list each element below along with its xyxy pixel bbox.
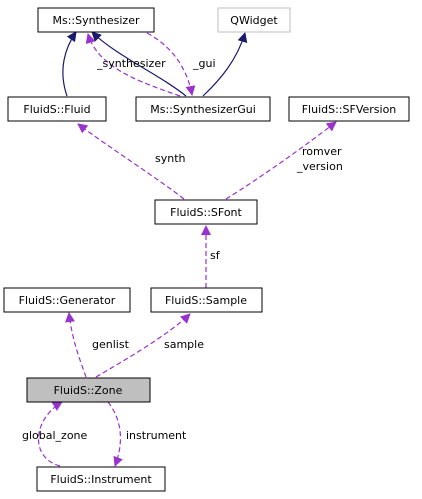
edge-gui-inherits-qwidget bbox=[202, 32, 248, 97]
node-sfont[interactable]: FluidS::SFont bbox=[154, 199, 258, 225]
edge-fluid-inherits-synthesizer bbox=[62, 31, 77, 97]
node-sample[interactable]: FluidS::Sample bbox=[150, 287, 263, 313]
edge-sfont-to-sfversion bbox=[225, 121, 337, 200]
edge-instrument-to-zone bbox=[37, 401, 63, 467]
edge-gui-inherits-synthesizer bbox=[91, 31, 187, 97]
edge-label-synthesizer: _synthesizer bbox=[96, 57, 166, 70]
node-generator[interactable]: FluidS::Generator bbox=[3, 287, 131, 313]
node-label-instrument: FluidS::Instrument bbox=[50, 473, 152, 486]
node-qwidget[interactable]: QWidget bbox=[217, 7, 291, 33]
node-label-qwidget: QWidget bbox=[230, 14, 278, 27]
edge-label-romver: romver bbox=[302, 145, 342, 158]
edge-label-synth: synth bbox=[155, 152, 186, 165]
edge-label-version: _version bbox=[296, 160, 343, 173]
edge-zone-to-instrument bbox=[107, 401, 123, 467]
node-label-zone: FluidS::Zone bbox=[54, 384, 123, 397]
node-instrument[interactable]: FluidS::Instrument bbox=[36, 466, 166, 492]
node-label-synthesizer-gui: Ms::SynthesizerGui bbox=[150, 103, 256, 116]
edge-label-genlist: genlist bbox=[92, 338, 130, 351]
node-sfversion[interactable]: FluidS::SFVersion bbox=[288, 96, 410, 122]
edge-label-global-zone: global_zone bbox=[22, 429, 88, 442]
node-ms-synthesizer[interactable]: Ms::Synthesizer bbox=[37, 7, 155, 33]
edge-synthesizer-to-gui bbox=[146, 32, 196, 96]
node-label-sfont: FluidS::SFont bbox=[170, 206, 242, 219]
edge-label-sample: sample bbox=[164, 338, 204, 351]
edge-zone-to-sample bbox=[95, 313, 191, 378]
node-label-sample: FluidS::Sample bbox=[165, 294, 247, 307]
node-label-sfversion: FluidS::SFVersion bbox=[302, 103, 397, 116]
edge-label-sf: sf bbox=[210, 249, 221, 262]
node-label-fluid: FluidS::Fluid bbox=[23, 103, 90, 116]
edge-sfont-to-fluid bbox=[77, 123, 185, 200]
edge-zone-to-generator bbox=[65, 312, 87, 378]
node-label-ms-synthesizer: Ms::Synthesizer bbox=[52, 14, 139, 27]
node-zone[interactable]: FluidS::Zone bbox=[26, 377, 151, 403]
edge-label-gui: _gui bbox=[192, 57, 216, 70]
node-label-generator: FluidS::Generator bbox=[19, 294, 116, 307]
edge-label-instrument: instrument bbox=[126, 429, 187, 442]
node-fluid[interactable]: FluidS::Fluid bbox=[7, 96, 107, 122]
node-synthesizer-gui[interactable]: Ms::SynthesizerGui bbox=[135, 96, 271, 122]
